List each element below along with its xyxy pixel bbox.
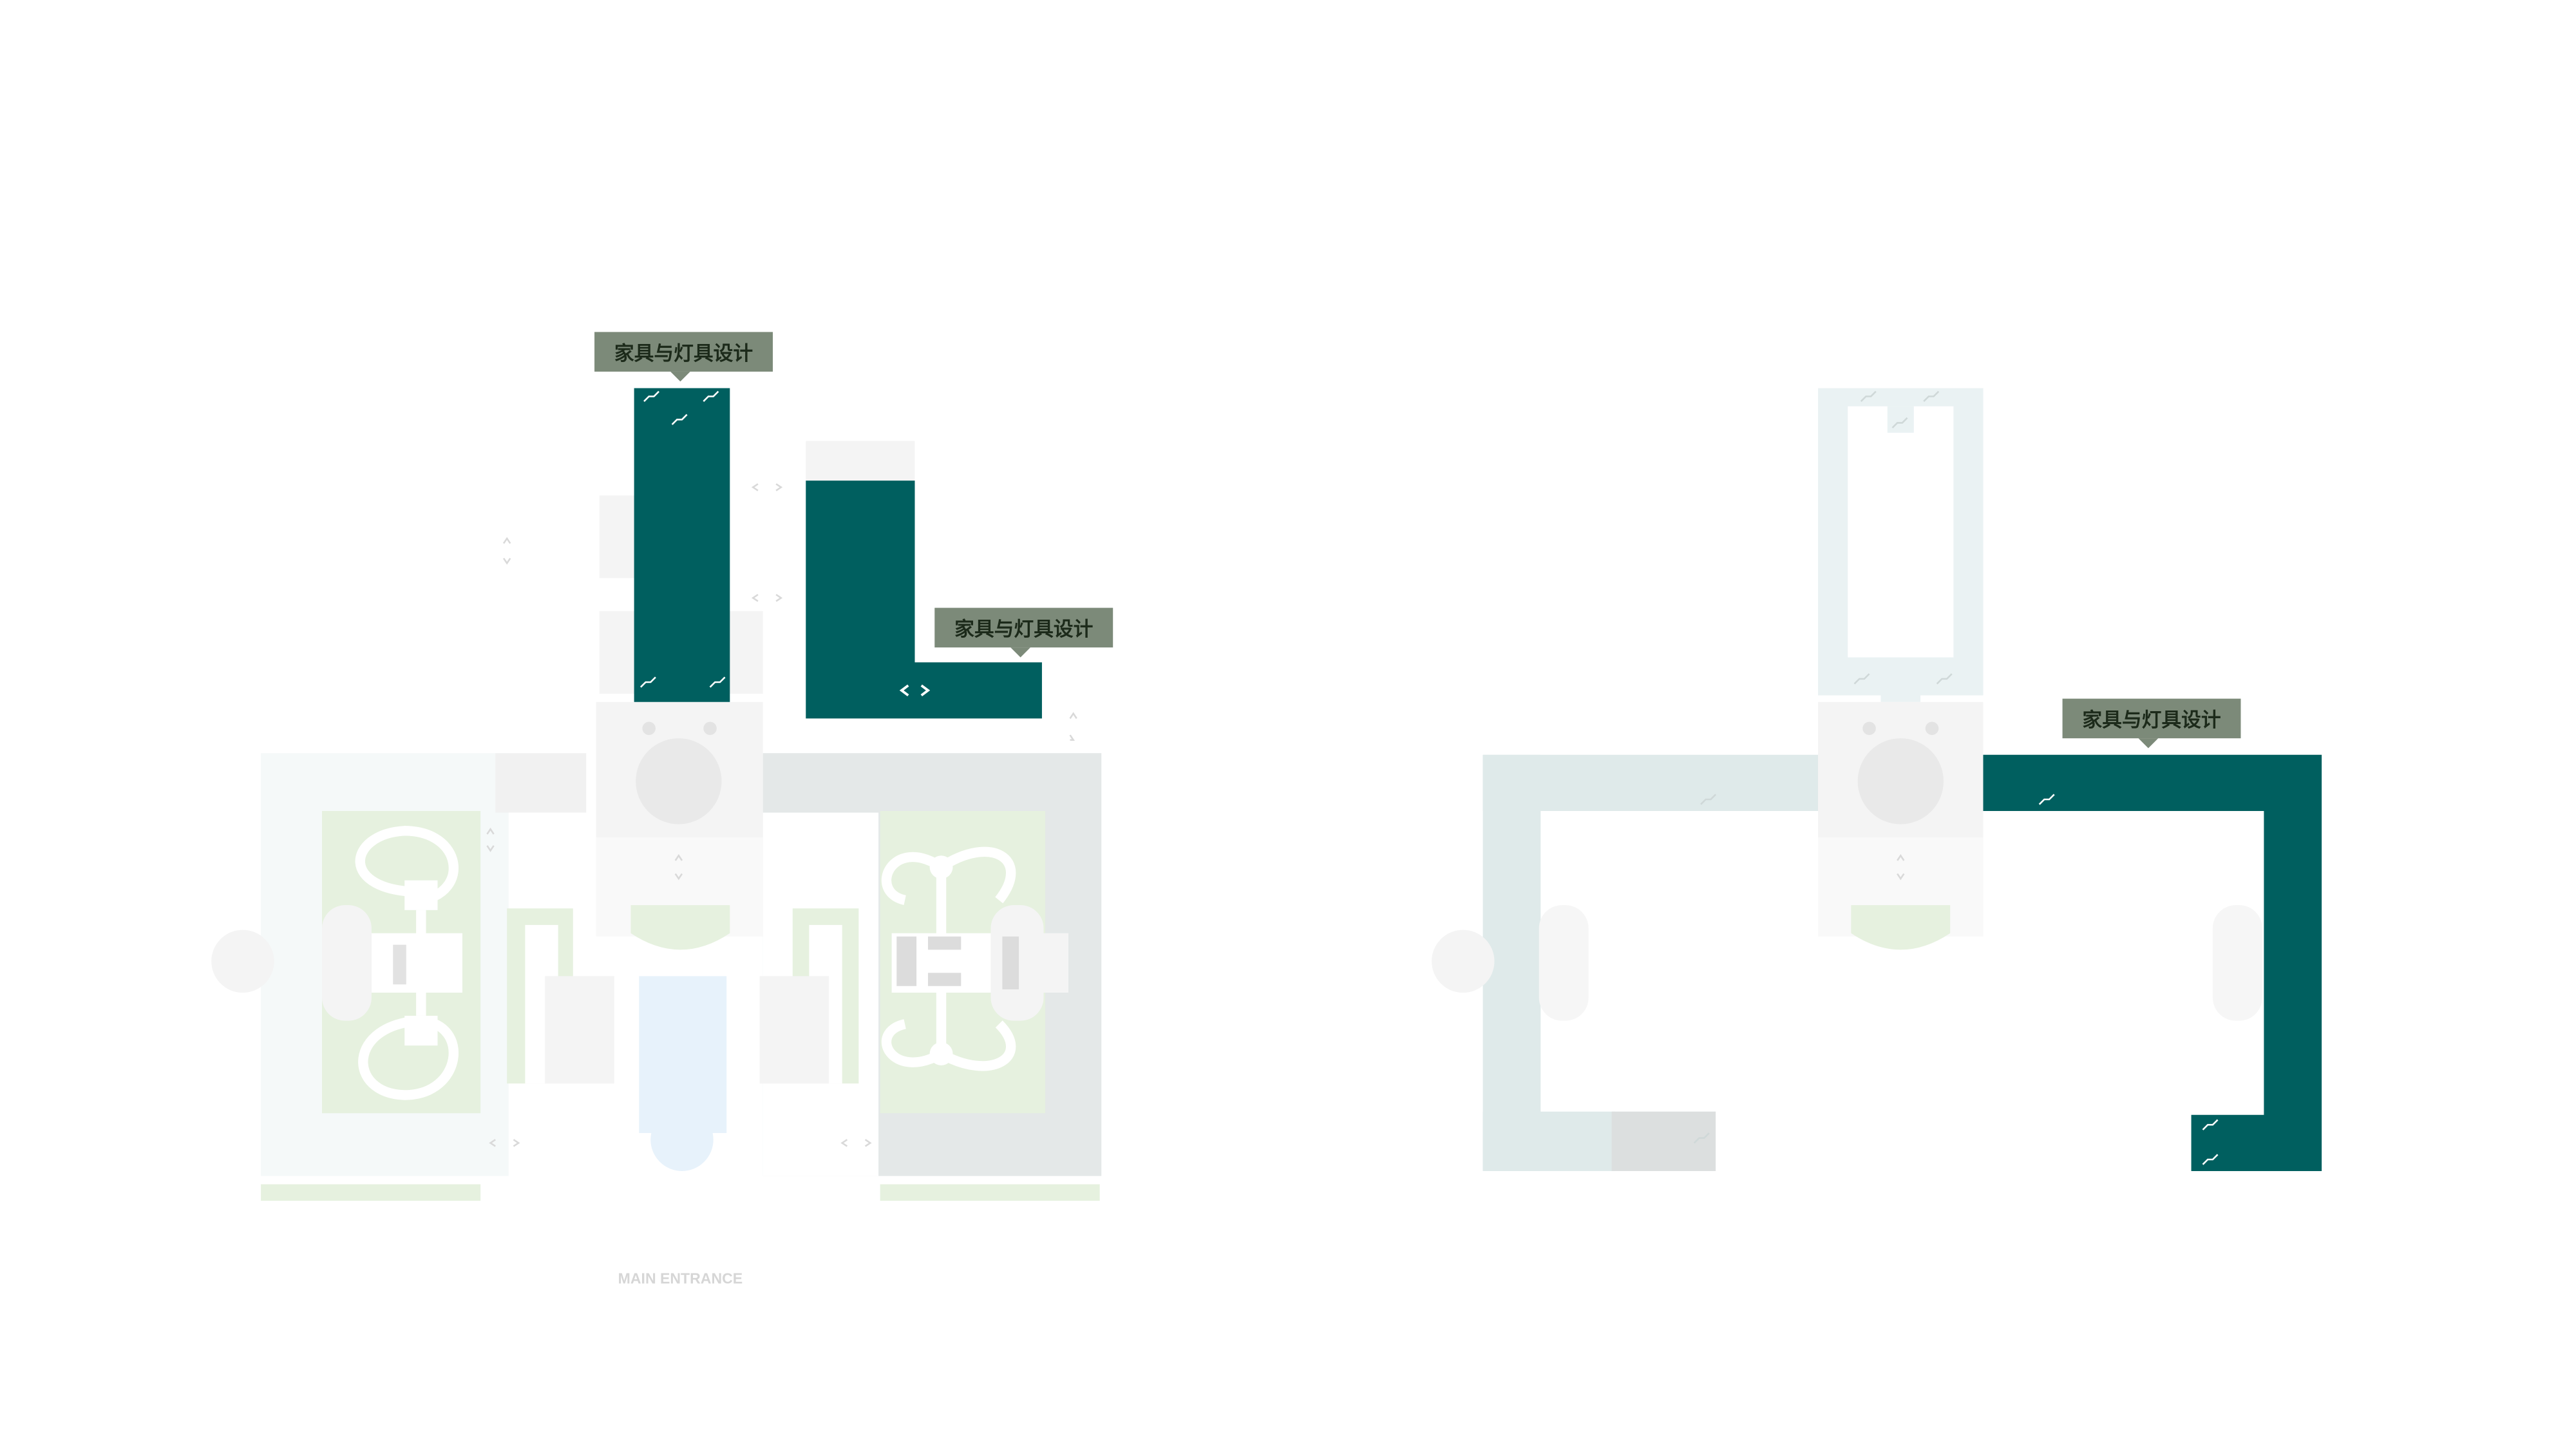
label-furniture-lighting-3 (2062, 698, 2241, 749)
label-text: 家具与灯具设计 (954, 618, 1093, 641)
label-text: 家具与灯具设计 (614, 342, 753, 365)
right-bottom-grey (1611, 1111, 1716, 1171)
left-hall-room (759, 976, 829, 1084)
right-tower-notch (1887, 406, 1914, 433)
left-west-garden-path (355, 826, 459, 1100)
right-floor-plan: 家具与灯具设计 (1432, 388, 2322, 1171)
left-core-green (630, 905, 730, 950)
left-west-node (211, 930, 274, 993)
left-east-pod-box (896, 936, 917, 986)
main-entrance-label: MAIN ENTRANCE (618, 1270, 743, 1286)
right-bottom-left (1482, 1111, 1615, 1171)
right-core-knob (1862, 721, 1876, 736)
left-bottom-strip-left (261, 1184, 481, 1201)
left-east-pod-ext (1043, 933, 1068, 993)
right-east-pod (2212, 905, 2262, 1021)
left-highlight-l-shape (806, 481, 1042, 719)
arrow-glyphs (486, 483, 1077, 1147)
left-core-knob (703, 721, 717, 736)
stair-icon (639, 390, 726, 688)
left-east-pod-box (1002, 936, 1019, 989)
left-east-garden-node (929, 1042, 953, 1065)
left-upper-pale (726, 611, 763, 694)
left-hall-lobby-bulb (650, 1108, 714, 1171)
right-tower-base (1880, 677, 1921, 702)
left-east-pod-box (928, 936, 961, 950)
left-west-garden-block (404, 1015, 438, 1046)
right-west-node (1432, 930, 1495, 993)
left-west-pod-box (393, 944, 406, 985)
left-upper-pale (599, 611, 636, 694)
right-core-green (1851, 905, 1951, 950)
left-east-pod-box (928, 973, 961, 986)
left-bottom-strip-right (880, 1184, 1100, 1201)
arrow-glyphs (1897, 854, 1905, 881)
label-furniture-lighting-1 (594, 332, 773, 382)
left-west-wing-inner (495, 753, 587, 813)
label-furniture-lighting-2 (934, 607, 1113, 658)
left-hall-room (545, 976, 614, 1084)
right-tower-inner (1848, 406, 1954, 658)
right-highlight-zone (1983, 754, 2322, 1171)
arrow-icon-white (899, 684, 931, 697)
right-west-pod (1539, 905, 1589, 1021)
left-highlight-tower (634, 388, 730, 702)
right-core-dome (1857, 738, 1944, 825)
left-core-dome (636, 738, 722, 825)
left-floor-plan: 家具与灯具设计 家具与灯具设计 MAIN ENTRANCE (211, 332, 1113, 1286)
left-upper-pale (599, 495, 636, 578)
left-east-garden-path (881, 846, 1016, 1071)
stair-icon (2038, 794, 2219, 1165)
left-hall-lobby (639, 976, 727, 1133)
right-core-knob (1925, 721, 1939, 736)
label-text: 家具与灯具设计 (2082, 709, 2221, 732)
left-upper-pale-top (806, 441, 915, 481)
left-west-garden-block (404, 880, 438, 910)
left-east-garden-node (929, 855, 953, 879)
right-top-left-arm (1482, 754, 1819, 811)
left-core-knob (642, 721, 656, 736)
stair-icon-pale (1693, 390, 1953, 1144)
left-west-pod (321, 905, 372, 1021)
left-west-pod-inner (371, 933, 462, 993)
